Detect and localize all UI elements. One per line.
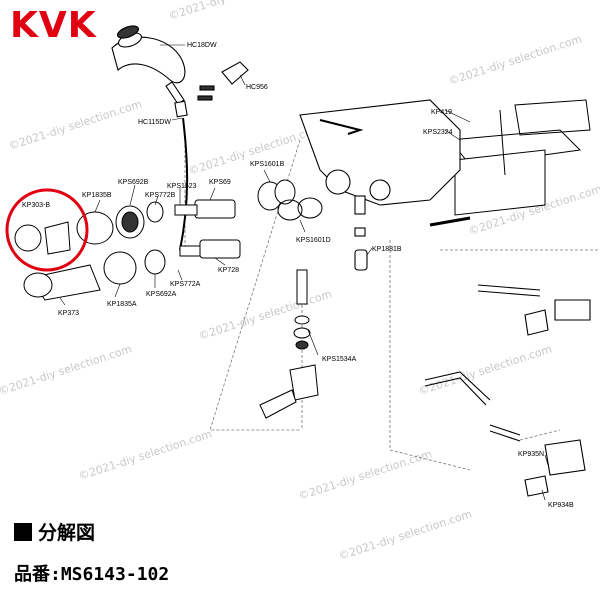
watermark: ©2021-diy selection.com xyxy=(0,342,134,397)
watermark: ©2021-diy selection.com xyxy=(447,32,584,87)
label-kp419: KP419 xyxy=(431,109,452,116)
leader-lines xyxy=(59,44,549,501)
model-number: 品番:MS6143-102 xyxy=(14,564,170,585)
watermark: ©2021-diy selection.com xyxy=(7,97,144,152)
label-hc18dw: HC18DW xyxy=(187,42,217,49)
wall-bracket xyxy=(449,99,591,216)
valve-body xyxy=(299,99,461,271)
label-kp728: KP728 xyxy=(218,267,239,274)
label-kp1835a: KP1835A xyxy=(107,301,137,308)
watermark: ©2021-diy selection.com xyxy=(337,507,474,562)
label-hc956: HC956 xyxy=(246,84,268,91)
kvk-logo: KVK xyxy=(10,5,97,46)
label-kps772a: KPS772A xyxy=(170,281,201,288)
watermark: ©2021-diy selection.com xyxy=(417,342,554,397)
label-kp934b: KP934B xyxy=(548,502,574,509)
watermark: ©2021-diy selection.com xyxy=(297,447,434,502)
label-kps2324: KPS2324 xyxy=(423,129,453,136)
handle-kp303b xyxy=(14,221,71,255)
diagram-title: 分解図 xyxy=(14,518,95,545)
label-kps1601b: KPS1601B xyxy=(250,161,285,168)
label-hc115dw: HC115DW xyxy=(138,119,171,126)
upper-cartridge-row xyxy=(76,179,296,245)
watermark: ©2021-diy selection.com xyxy=(77,427,214,482)
title-text: 分解図 xyxy=(38,522,96,544)
label-kps1601d: KPS1601D xyxy=(296,237,331,244)
label-kp935n: KP935N xyxy=(518,451,544,458)
label-kp1881b: KP1881B xyxy=(372,246,402,253)
label-kp1835b: KP1835B xyxy=(82,192,112,199)
label-kp373: KP373 xyxy=(58,310,79,317)
label-kps1523: KPS1523 xyxy=(167,183,197,190)
watermark: ©2021-diy selection.com xyxy=(197,287,334,342)
watermark: ©2021-diy selection.com xyxy=(187,122,324,177)
title-square-icon xyxy=(14,523,32,541)
lower-cartridge-row xyxy=(23,197,323,301)
label-kps772b: KPS772B xyxy=(145,192,176,199)
label-kp303b: KP303-B xyxy=(22,202,50,209)
part-labels: HC18DW HC956 HC115DW KP419 KPS2324 KPS16… xyxy=(22,42,574,509)
watermark: ©2021-diy selection.com xyxy=(167,0,304,23)
highlight-circle xyxy=(5,188,89,272)
label-kps69: KPS69 xyxy=(209,179,231,186)
shower-assembly xyxy=(111,25,249,251)
label-kps692b: KPS692B xyxy=(118,179,149,186)
supply-pipes xyxy=(319,119,591,497)
elbow-assembly xyxy=(259,269,319,419)
label-kps692a: KPS692A xyxy=(146,291,177,298)
label-kps1534a: KPS1534A xyxy=(322,356,357,363)
